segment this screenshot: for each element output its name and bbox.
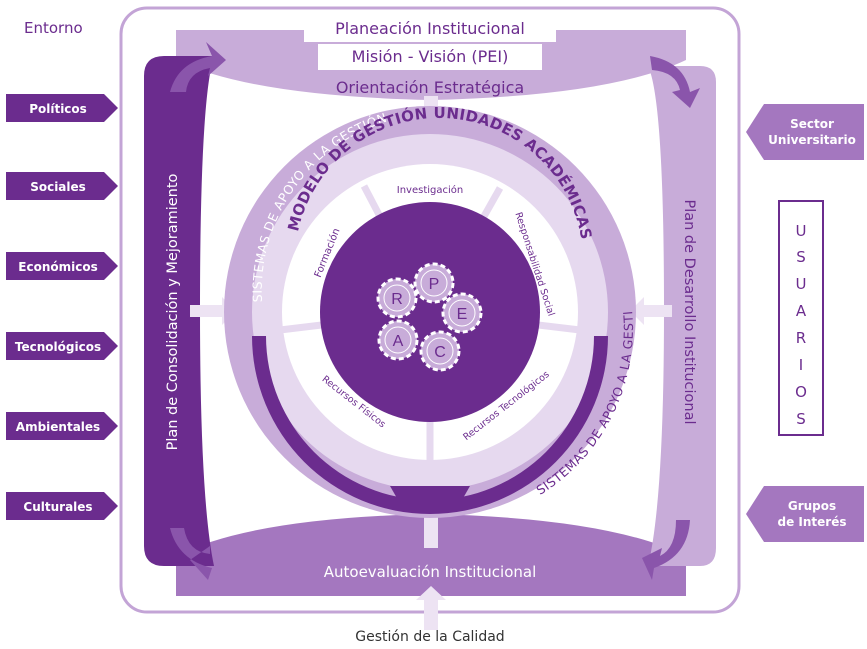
title-mision: Misión - Visión (PEI) [352, 47, 509, 66]
factor-ambientales: Ambientales [6, 412, 118, 440]
right-bar-label: Plan de Desarrollo Institucional [681, 199, 697, 424]
factor-tecnologicos: Tecnológicos [6, 332, 118, 360]
grupos-de-interes-label: Grupos de Interés [777, 499, 847, 529]
bottom-bar-label: Autoevaluación Institucional [324, 563, 537, 581]
footer-label: Gestión de la Calidad [355, 629, 504, 645]
factor-economicos: Económicos [6, 252, 118, 280]
gear-a [377, 319, 419, 361]
sector-universitario-label: Sector Universitario [768, 117, 856, 147]
usuarios-box [778, 200, 824, 436]
factor-tecnologicos-label: Tecnológicos [15, 340, 101, 354]
sector-universitario [746, 104, 864, 160]
gear-label-a: A [393, 333, 404, 350]
gear-p [413, 262, 455, 304]
usuarios-letter: A [796, 302, 807, 320]
grupos-de-interes [746, 486, 864, 542]
center-disk [320, 202, 540, 422]
left-factors: Políticos Sociales Económicos Tecnológic… [6, 94, 118, 520]
usuarios-letter: I [799, 356, 803, 374]
factor-culturales: Culturales [6, 492, 118, 520]
gear-r [376, 277, 418, 319]
base-trapezoid [390, 486, 470, 500]
top-box-2 [318, 44, 542, 70]
gear-label-c: C [434, 344, 446, 361]
segment-investigacion: Investigación [397, 184, 463, 196]
right-band [648, 66, 716, 566]
corner-arrow-bottom-left [170, 528, 212, 580]
arrow-up-footer [416, 586, 446, 630]
corner-arrow-top-left [170, 42, 226, 92]
gear-label-r: R [391, 291, 403, 308]
gear-label-e: E [457, 306, 468, 323]
factor-sociales: Sociales [6, 172, 118, 200]
bottom-band [176, 514, 686, 596]
usuarios-letters: U S U A R I O S [795, 222, 807, 428]
factor-economicos-label: Económicos [18, 260, 97, 274]
usuarios-letter: O [795, 383, 807, 401]
gears-group: P E C A R [376, 262, 483, 372]
title-planeacion: Planeación Institucional [335, 19, 525, 38]
factor-sociales-label: Sociales [30, 180, 86, 194]
gear-c [419, 330, 461, 372]
factor-politicos-label: Políticos [29, 102, 87, 116]
factor-ambientales-label: Ambientales [16, 420, 100, 434]
factor-politicos: Políticos [6, 94, 118, 122]
left-bar-label: Plan de Consolidación y Mejoramiento [165, 173, 181, 450]
factor-culturales-label: Culturales [23, 500, 92, 514]
arrow-left-right [630, 297, 672, 325]
usuarios-letter: R [796, 329, 806, 347]
usuarios-letter: S [796, 410, 806, 428]
gear-e [441, 292, 483, 334]
usuarios-letter: U [796, 222, 807, 240]
gear-label-p: P [429, 276, 440, 293]
top-box-1 [304, 14, 556, 42]
corner-arrow-bottom-right [642, 520, 690, 580]
corner-arrow-top-right [650, 56, 700, 108]
title-orientacion: Orientación Estratégica [336, 78, 524, 97]
entorno-label: Entorno [24, 19, 83, 37]
usuarios-letter: S [796, 248, 806, 266]
usuarios-letter: U [796, 275, 807, 293]
left-band [144, 56, 214, 566]
